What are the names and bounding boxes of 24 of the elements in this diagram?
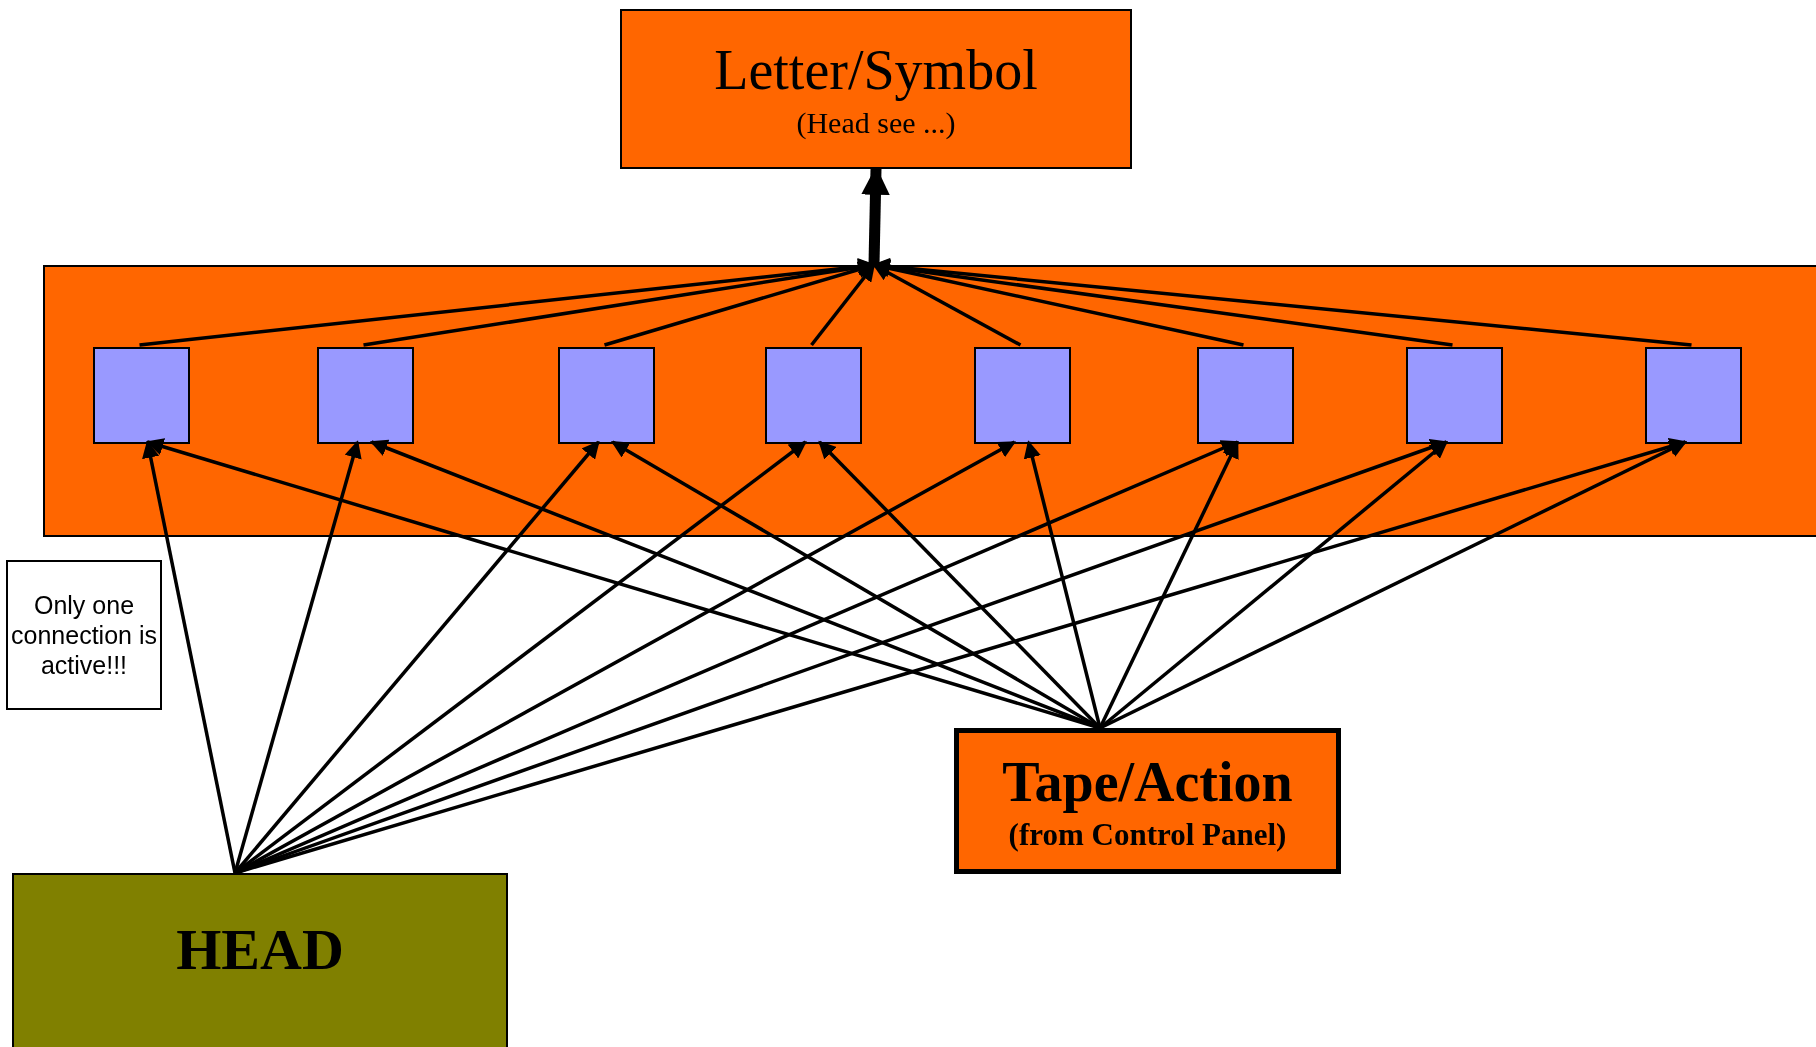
box-subtitle: (from Control Panel)	[1008, 816, 1287, 854]
box-title: HEAD	[176, 916, 344, 984]
box-title: Tape/Action	[1002, 749, 1293, 815]
process-box	[954, 728, 1341, 874]
unit-square	[1197, 347, 1294, 444]
unit-square	[93, 347, 190, 444]
unit-square	[974, 347, 1071, 444]
arrow	[142, 440, 237, 874]
unit-square	[1645, 347, 1742, 444]
arrow	[233, 440, 362, 874]
unit-square	[765, 347, 862, 444]
box-title: Letter/Symbol	[714, 38, 1038, 104]
layer-panel	[43, 265, 1816, 537]
process-box	[12, 873, 508, 1047]
unit-square	[558, 347, 655, 444]
arrow	[1099, 440, 1688, 730]
arrow	[872, 263, 1022, 347]
arrow	[861, 166, 890, 266]
note-box	[6, 560, 162, 710]
process-box	[620, 9, 1132, 169]
box-subtitle: (Head see ...)	[796, 104, 956, 141]
note-text: Only one connection is active!!!	[10, 590, 158, 680]
unit-square	[1406, 347, 1503, 444]
unit-square	[317, 347, 414, 444]
